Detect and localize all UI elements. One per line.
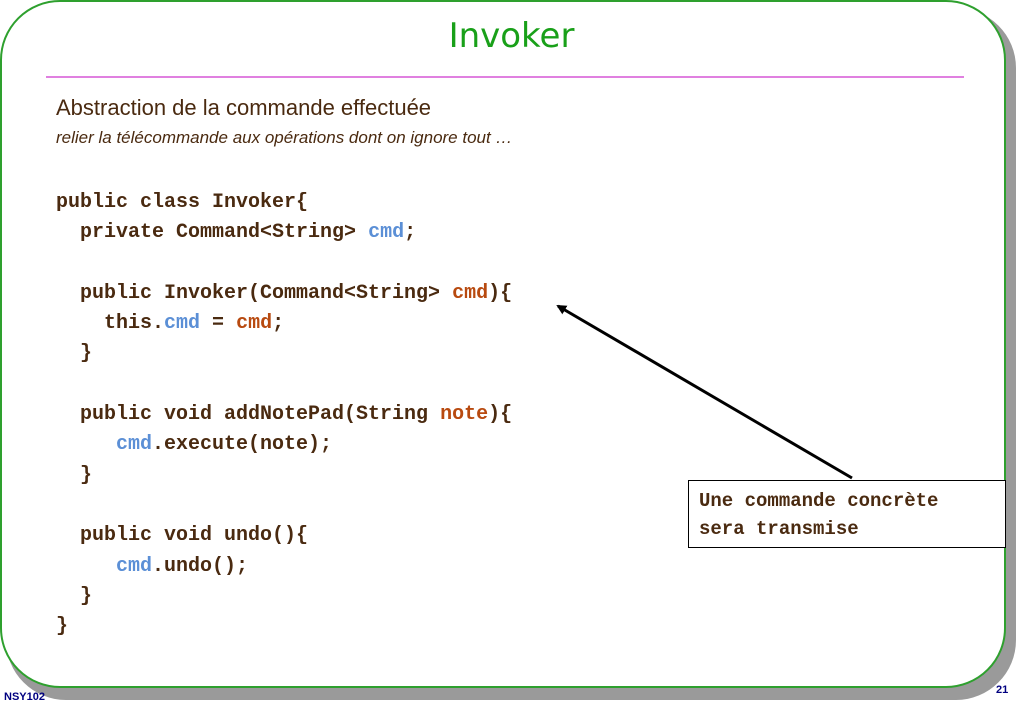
code-line: this.cmd = cmd; (56, 309, 512, 339)
code-line (56, 491, 512, 521)
code-text: .execute(note); (152, 433, 333, 457)
code-text: this. (56, 312, 165, 336)
code-identifier: cmd (116, 554, 153, 578)
code-text: public void undo(){ (56, 524, 309, 548)
code-text: public Invoker(Command<String> (56, 281, 453, 305)
code-text: ){ (488, 403, 513, 427)
code-identifier: cmd (164, 312, 201, 336)
code-text: } (56, 342, 93, 366)
callout-box: Une commande concrète sera transmise (688, 480, 1006, 548)
slide-heading: Abstraction de la commande effectuée (56, 95, 432, 120)
code-identifier: note (440, 403, 489, 427)
code-text: private Command<String> (56, 221, 369, 245)
code-text: = (200, 312, 237, 336)
code-line: public void undo(){ (56, 521, 512, 551)
code-line: public Invoker(Command<String> cmd){ (56, 279, 512, 309)
code-identifier: cmd (116, 433, 153, 457)
code-identifier: cmd (368, 221, 405, 245)
code-identifier: cmd (452, 281, 489, 305)
code-line: private Command<String> cmd; (56, 218, 512, 248)
code-line: cmd.execute(note); (56, 430, 512, 460)
code-line: } (56, 612, 512, 642)
code-text: } (56, 463, 93, 487)
code-identifier: cmd (236, 312, 273, 336)
title-divider (46, 76, 964, 78)
code-text: ; (272, 312, 285, 336)
code-text: public void addNotePad(String (56, 403, 441, 427)
slide-subheading: relier la télécommande aux opérations do… (56, 128, 513, 147)
code-line: public void addNotePad(String note){ (56, 400, 512, 430)
code-text: public class Invoker{ (56, 191, 309, 214)
code-line: } (56, 339, 512, 369)
code-line (56, 370, 512, 400)
code-block: public class Invoker{ private Command<St… (56, 188, 512, 642)
code-text: } (56, 615, 69, 639)
callout-line-1: Une commande concrète (699, 490, 939, 512)
callout-line-2: sera transmise (699, 518, 859, 540)
code-text: ; (404, 221, 417, 245)
code-line: public class Invoker{ (56, 188, 512, 218)
code-text: ){ (488, 281, 513, 305)
code-line (56, 249, 512, 279)
code-line: } (56, 582, 512, 612)
code-text: } (56, 584, 93, 608)
code-line: cmd.undo(); (56, 552, 512, 582)
slide-title: Invoker (448, 16, 575, 56)
footer-course-code: NSY102 (4, 691, 45, 703)
footer-page-number: 21 (996, 684, 1009, 696)
code-text (56, 433, 116, 456)
code-text: .undo(); (152, 554, 249, 578)
code-line: } (56, 461, 512, 491)
code-text (56, 555, 116, 578)
